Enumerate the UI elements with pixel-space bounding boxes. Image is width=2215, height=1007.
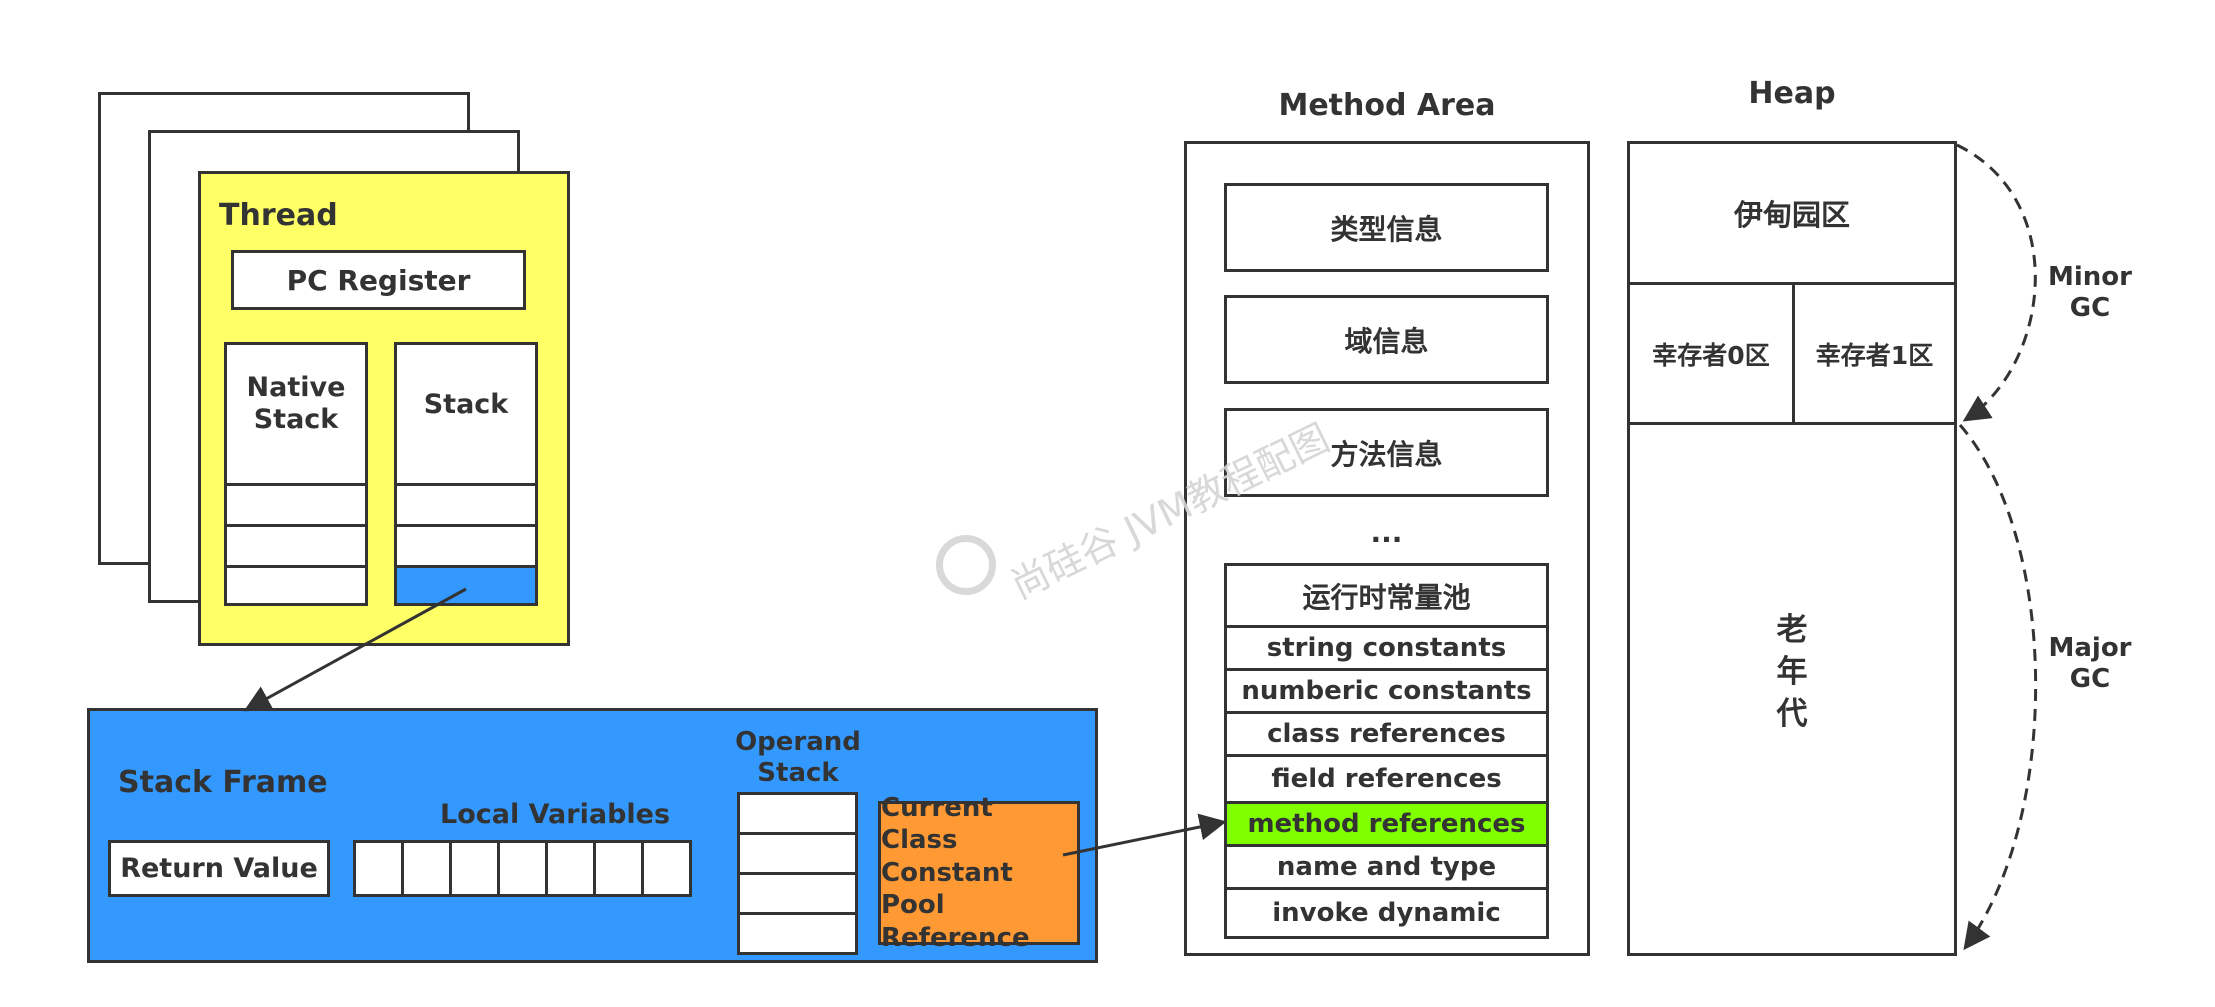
eden-space: 伊甸园区 <box>1627 141 1957 285</box>
stack-slot <box>394 524 538 527</box>
local-variable-slot <box>545 840 596 897</box>
local-variable-slot <box>497 840 548 897</box>
stack-label: Stack <box>423 389 509 420</box>
method-area-title: Method Area <box>1278 88 1496 123</box>
stack-slot <box>394 483 538 486</box>
stack-frame-title: Stack Frame <box>118 765 328 800</box>
method-area-ellipsis: ... <box>1370 516 1403 549</box>
pc-register-box: PC Register <box>231 250 526 310</box>
native-stack-slot <box>224 524 368 527</box>
major-gc-arrow <box>1958 424 2038 951</box>
minor-gc-label: Minor GC <box>2048 262 2132 324</box>
local-variable-slot <box>353 840 404 897</box>
stack-box <box>394 342 538 606</box>
return-value-box: Return Value <box>108 840 330 897</box>
operand-stack-slot <box>737 792 858 835</box>
stack-top-frame <box>397 565 535 603</box>
method-info-box: 方法信息 <box>1224 408 1549 497</box>
heap-title: Heap <box>1748 76 1836 111</box>
local-variables-label: Local Variables <box>440 799 671 830</box>
native-stack-box <box>224 342 368 606</box>
thread-title: Thread <box>219 198 338 233</box>
type-info-box: 类型信息 <box>1224 183 1549 272</box>
pool-entry-invoke-dynamic: invoke dynamic <box>1224 887 1549 939</box>
constant-pool-reference-arrow <box>1062 813 1227 857</box>
pool-entry-class-references: class references <box>1224 711 1549 757</box>
stack-to-frame-arrow <box>243 587 467 712</box>
native-stack-label: Native Stack <box>246 372 346 436</box>
field-info-box: 域信息 <box>1224 295 1549 384</box>
minor-gc-arrow <box>1956 143 2037 422</box>
local-variable-slot <box>641 840 692 897</box>
major-gc-label: Major GC <box>2048 633 2132 695</box>
native-stack-slot <box>224 565 368 568</box>
operand-stack-label: Operand Stack <box>735 727 861 789</box>
watermark-logo-icon <box>936 535 996 595</box>
current-class-constant-pool-reference: Current Class Constant Pool Reference <box>878 793 1080 953</box>
survivor-1-space: 幸存者1区 <box>1792 282 1957 425</box>
local-variable-slot <box>449 840 500 897</box>
local-variable-slot <box>401 840 452 897</box>
old-generation-space: 老 年 代 <box>1627 422 1957 956</box>
native-stack-slot <box>224 483 368 486</box>
operand-stack-slot <box>737 912 858 955</box>
pool-entry-method-references: method references <box>1224 801 1549 847</box>
